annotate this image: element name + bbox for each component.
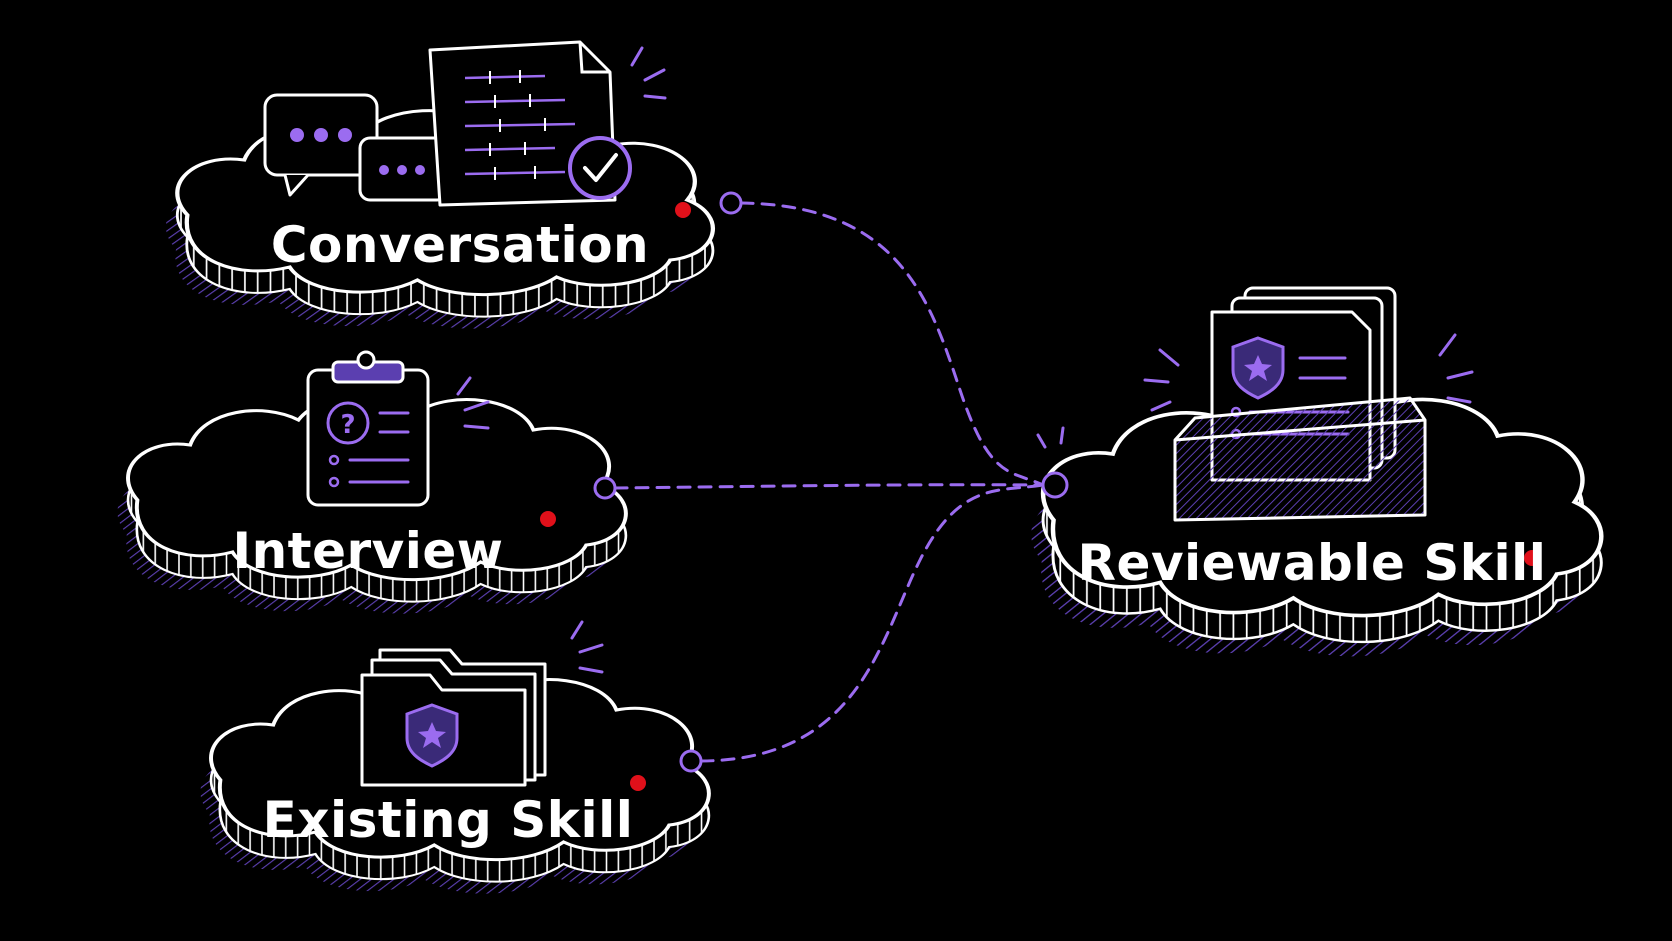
source-node-existing-skill: Existing Skill [200, 620, 711, 894]
source-node-conversation: Conversation [165, 40, 743, 329]
skill-document-tray-icon [1036, 286, 1474, 522]
status-dot [1524, 550, 1540, 566]
target-node-reviewable-skill: Reviewable Skill [1031, 286, 1601, 657]
connection-interview-to-reviewable-skill [613, 483, 1045, 490]
connection-existing-skill-to-reviewable-skill [699, 483, 1045, 763]
clipboard-question-icon: ? [306, 350, 490, 507]
output-port[interactable] [593, 476, 617, 500]
chat-and-document-icon [263, 40, 667, 207]
status-dot [630, 775, 646, 791]
node-label-reviewable-skill: Reviewable Skill [1078, 534, 1547, 592]
node-label-conversation: Conversation [271, 216, 649, 274]
input-port[interactable] [1041, 471, 1069, 499]
connection-lines [613, 201, 1045, 763]
node-label-existing-skill: Existing Skill [263, 791, 634, 849]
status-dot [675, 202, 691, 218]
source-node-interview: ? Interview [117, 350, 628, 614]
status-dot [540, 511, 556, 527]
output-port[interactable] [719, 191, 743, 215]
node-label-interview: Interview [232, 522, 503, 580]
connection-conversation-to-reviewable-skill [739, 201, 1045, 487]
shield-folder-icon [360, 620, 604, 787]
output-port[interactable] [679, 749, 703, 773]
svg-text:?: ? [340, 410, 355, 440]
